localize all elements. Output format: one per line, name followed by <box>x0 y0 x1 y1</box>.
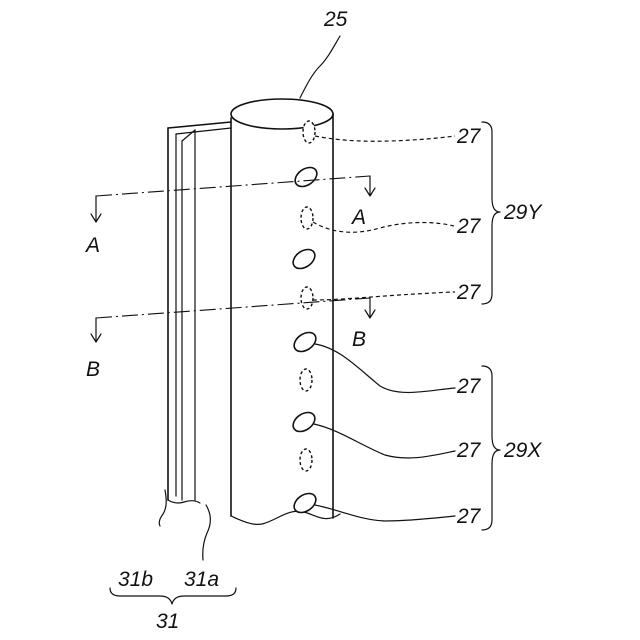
label-section-b-left: B <box>86 358 100 381</box>
label-hole: 27 <box>456 439 482 462</box>
label-assembly: 31 <box>156 610 179 633</box>
leader-27-visible-1 <box>315 344 455 392</box>
hole-hidden <box>300 369 312 391</box>
leader-31b <box>159 490 166 526</box>
leader-27-hidden-1 <box>315 136 455 141</box>
bracket-top-outer <box>168 122 231 128</box>
hole-hidden <box>303 121 315 143</box>
hole-visible <box>290 409 319 436</box>
hole-visible <box>292 164 321 191</box>
label-part-b: 31b <box>118 568 153 591</box>
label-hole: 27 <box>456 375 482 398</box>
section-arrow-b-left <box>91 318 101 342</box>
bracket-29y <box>482 122 500 304</box>
cylinder-break-line <box>231 511 340 524</box>
label-group-lower: 29X <box>503 439 542 462</box>
leader-31a <box>203 505 211 560</box>
label-section-a-right: A <box>350 206 366 229</box>
hole-visible <box>291 329 320 356</box>
section-arrow-b-right <box>365 298 375 318</box>
hole-visible <box>291 490 320 517</box>
label-section-a-left: A <box>84 234 100 257</box>
label-hole: 27 <box>456 281 482 304</box>
section-arrow-a-left <box>91 196 101 222</box>
hole-hidden <box>300 449 312 471</box>
section-arrow-a-right <box>365 176 375 196</box>
cylinder-top-ellipse <box>231 99 333 129</box>
leader-27-hidden-3 <box>313 292 455 300</box>
leader-27-visible-3 <box>315 505 455 521</box>
hole-hidden <box>301 207 313 229</box>
bracket-top-inner <box>176 128 231 134</box>
label-part-a: 31a <box>184 568 219 591</box>
bracket-29x <box>482 366 500 530</box>
leader-27-hidden-2 <box>313 222 454 232</box>
label-hole: 27 <box>456 125 482 148</box>
leader-27-visible-2 <box>314 424 455 458</box>
label-cylinder: 25 <box>323 8 348 31</box>
label-group-upper: 29Y <box>503 201 543 224</box>
hole-hidden <box>301 287 313 309</box>
label-hole: 27 <box>456 505 482 528</box>
section-line-b <box>96 298 370 318</box>
bracket-fold-top <box>182 130 195 141</box>
cylinder <box>231 99 340 524</box>
section-line-a <box>96 176 370 196</box>
hole-visible <box>290 246 319 273</box>
leader-25 <box>300 36 340 98</box>
label-section-b-right: B <box>352 328 366 351</box>
label-hole: 27 <box>456 215 482 238</box>
